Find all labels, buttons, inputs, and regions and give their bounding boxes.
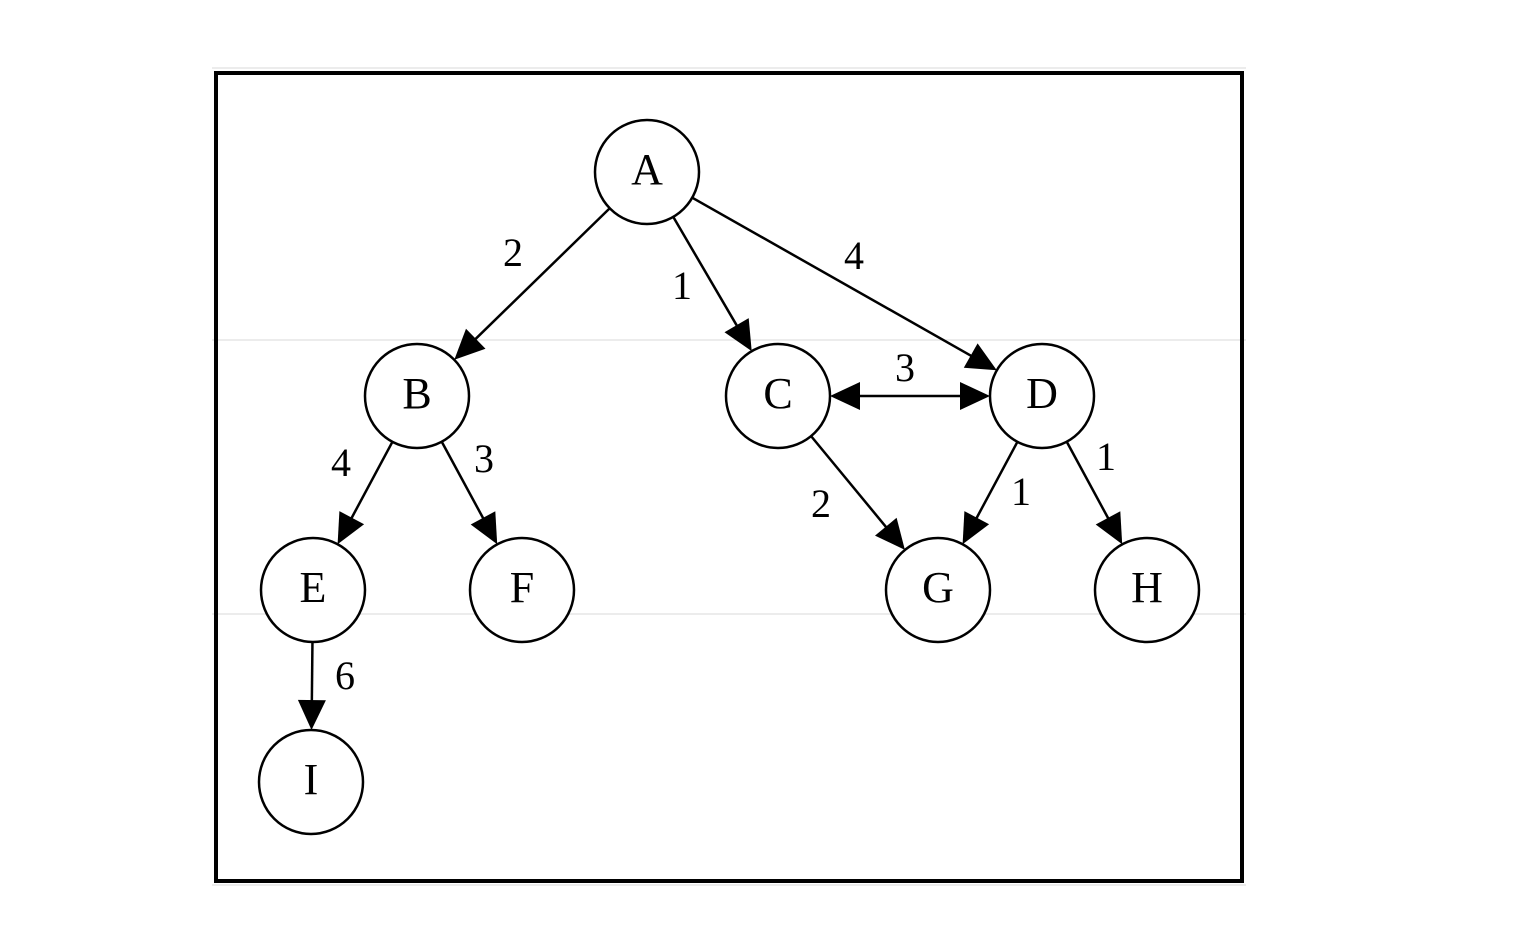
edge-a-b — [454, 207, 611, 360]
edge-weight-b-e: 4 — [331, 440, 351, 485]
node-h: H — [1093, 536, 1201, 644]
arrowhead-f-from-b — [470, 511, 498, 545]
node-label-f: F — [510, 563, 534, 612]
arrowhead-c-from-d — [830, 382, 860, 410]
node-circle-e — [259, 536, 367, 644]
node-label-a: A — [631, 145, 663, 194]
node-label-g: G — [922, 563, 954, 612]
node-circle-g — [884, 536, 992, 644]
edge-a-d — [691, 196, 997, 371]
node-b: B — [363, 342, 471, 450]
node-label-e: E — [300, 563, 327, 612]
edge-b-f — [440, 441, 498, 545]
edge-c-d — [830, 382, 990, 410]
edge-weight-b-f: 3 — [474, 436, 494, 481]
arrowhead-h-from-d — [1095, 511, 1123, 545]
node-circle-f — [468, 536, 576, 644]
arrowhead-g-from-d — [962, 511, 990, 545]
node-label-i: I — [304, 755, 319, 804]
node-circle-i — [257, 728, 365, 836]
edge-weight-c-d: 3 — [895, 345, 915, 390]
arrowhead-i-from-e — [297, 699, 326, 730]
edge-weight-a-c: 1 — [672, 263, 692, 308]
edge-weight-a-b: 2 — [503, 230, 523, 275]
edge-line-b-f — [440, 441, 486, 521]
node-label-c: C — [763, 369, 792, 418]
edge-weight-a-d: 4 — [844, 233, 864, 278]
node-a: A — [593, 118, 701, 226]
node-label-h: H — [1131, 563, 1163, 612]
edge-line-d-g — [974, 441, 1019, 521]
node-circle-b — [363, 342, 471, 450]
edge-line-e-i — [310, 641, 314, 703]
arrowhead-d-from-a — [963, 343, 997, 371]
edge-line-c-g — [810, 435, 889, 530]
node-circle-c — [724, 342, 832, 450]
node-circle-a — [593, 118, 701, 226]
edge-d-h — [1065, 441, 1123, 545]
edge-weight-e-i: 6 — [335, 653, 355, 698]
arrowhead-g-from-c — [875, 517, 905, 550]
edge-line-a-b — [473, 207, 611, 342]
edge-d-g — [962, 441, 1019, 545]
edge-a-c — [672, 216, 752, 352]
edge-weight-d-h: 1 — [1096, 434, 1116, 479]
edge-b-e — [337, 441, 394, 545]
diagram-frame — [214, 71, 1244, 883]
edge-weight-c-g: 2 — [811, 481, 831, 526]
edge-line-b-e — [349, 441, 394, 521]
node-e: E — [259, 536, 367, 644]
edge-line-a-c — [672, 216, 739, 328]
node-circle-h — [1093, 536, 1201, 644]
node-label-b: B — [402, 369, 431, 418]
node-g: G — [884, 536, 992, 644]
arrowhead-c-from-a — [724, 318, 752, 352]
edge-e-i — [297, 641, 326, 730]
edge-line-a-d — [691, 196, 974, 358]
edge-c-g — [810, 435, 905, 550]
node-label-d: D — [1026, 369, 1058, 418]
node-d: D — [988, 342, 1096, 450]
edge-line-d-h — [1065, 441, 1111, 521]
weight-labels-layer: 2 1 4 3 4 3 2 1 1 6 — [331, 230, 1116, 698]
arrowhead-e-from-b — [337, 511, 365, 545]
nodes-layer: A B C D E F G H I — [257, 118, 1201, 836]
arrowhead-b-from-a — [454, 328, 486, 360]
node-i: I — [257, 728, 365, 836]
node-c: C — [724, 342, 832, 450]
node-f: F — [468, 536, 576, 644]
edges-layer — [297, 196, 1123, 730]
edge-weight-d-g: 1 — [1011, 469, 1031, 514]
node-circle-d — [988, 342, 1096, 450]
arrowhead-d-from-c — [960, 382, 990, 410]
